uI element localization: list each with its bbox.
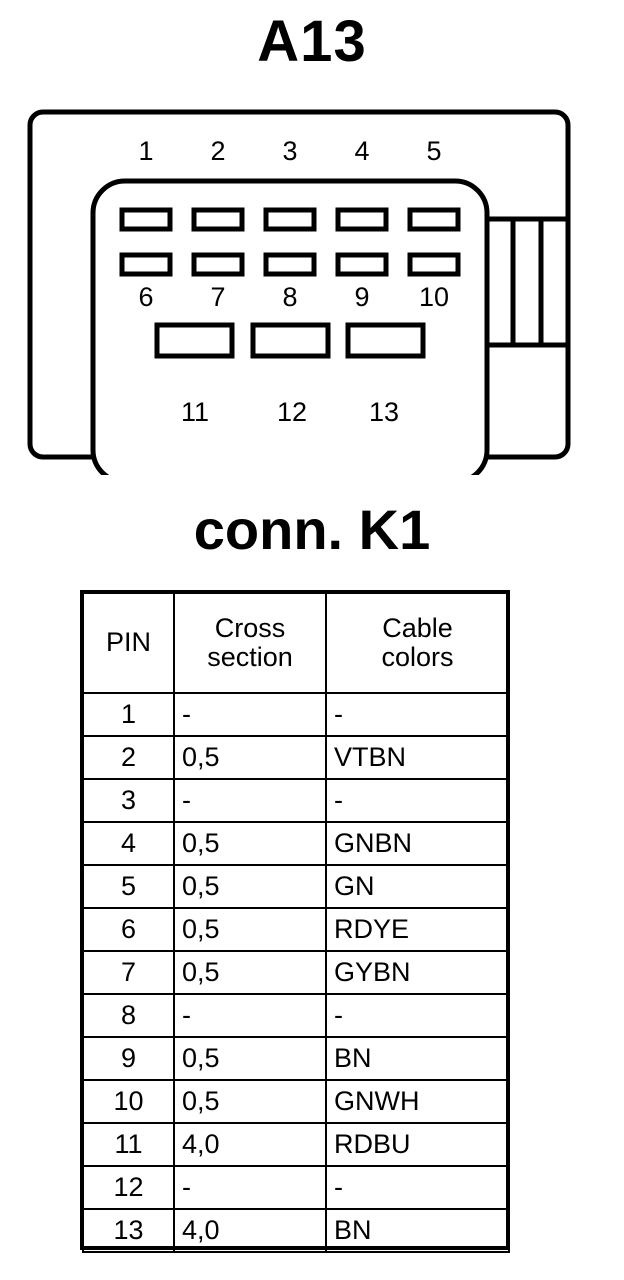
- cell-pin: 2: [82, 735, 175, 780]
- cell-cable-color: -: [325, 1165, 510, 1210]
- pin-slot-3: [263, 207, 317, 232]
- page-title-connector-id: A13: [257, 9, 367, 74]
- cell-cross-section: 0,5: [173, 907, 327, 952]
- cell-pin: 11: [82, 1122, 175, 1167]
- table-row: 10 0,5 GNWH: [82, 1079, 510, 1124]
- cell-pin: 9: [82, 1036, 175, 1081]
- cell-cross-section: 4,0: [173, 1122, 327, 1167]
- connector-drawing-svg: [27, 109, 571, 475]
- cell-cross-section: 4,0: [173, 1208, 327, 1253]
- table-row: 7 0,5 GYBN: [82, 950, 510, 995]
- table-row: 3 - -: [82, 778, 510, 823]
- cell-cross-section: 0,5: [173, 735, 327, 780]
- pin-assignment-table: PIN Cross section Cable colors 1 - - 2 0…: [82, 592, 510, 1253]
- cell-pin: 1: [82, 692, 175, 737]
- cell-cross-section: -: [173, 1165, 327, 1210]
- table-row: 13 4,0 BN: [82, 1208, 510, 1253]
- pin-number-label-4: 4: [354, 136, 370, 166]
- table-row: 2 0,5 VTBN: [82, 735, 510, 780]
- pin-slot-13: [345, 322, 426, 359]
- cell-cross-section: -: [173, 778, 327, 823]
- pin-number-label-7: 7: [210, 282, 226, 312]
- pin-slot-row-middle: [119, 252, 461, 277]
- pin-slot-6: [119, 252, 173, 277]
- column-header-cable-colors: Cable colors: [325, 592, 510, 694]
- pin-number-label-6: 6: [138, 282, 154, 312]
- pin-table-body: 1 - - 2 0,5 VTBN 3 - - 4 0,5 GNBN 5 0,5 …: [82, 692, 510, 1253]
- column-header-cross-section-line2: section: [207, 642, 293, 672]
- table-header-row: PIN Cross section Cable colors: [82, 592, 510, 694]
- table-row: 9 0,5 BN: [82, 1036, 510, 1081]
- table-row: 5 0,5 GN: [82, 864, 510, 909]
- cell-cable-color: RDYE: [325, 907, 510, 952]
- pin-slot-10: [407, 252, 461, 277]
- table-row: 6 0,5 RDYE: [82, 907, 510, 952]
- pin-slot-9: [335, 252, 389, 277]
- cell-pin: 7: [82, 950, 175, 995]
- cell-pin: 4: [82, 821, 175, 866]
- cell-cable-color: -: [325, 692, 510, 737]
- pin-number-label-5: 5: [426, 136, 442, 166]
- table-row: 11 4,0 RDBU: [82, 1122, 510, 1167]
- cell-cable-color: GN: [325, 864, 510, 909]
- column-header-cable-colors-line2: colors: [381, 642, 454, 672]
- pin-number-label-11: 11: [180, 397, 210, 427]
- cell-cross-section: -: [173, 692, 327, 737]
- cell-cross-section: 0,5: [173, 950, 327, 995]
- column-header-cross-section: Cross section: [173, 592, 327, 694]
- cell-cross-section: 0,5: [173, 1079, 327, 1124]
- cell-cross-section: 0,5: [173, 821, 327, 866]
- cell-pin: 13: [82, 1208, 175, 1253]
- pin-slot-row-bottom: [154, 322, 426, 359]
- cell-cable-color: BN: [325, 1208, 510, 1253]
- column-header-cross-section-line1: Cross: [214, 612, 286, 643]
- pin-number-label-12: 12: [276, 397, 308, 427]
- cell-pin: 3: [82, 778, 175, 823]
- pin-number-label-10: 10: [418, 282, 450, 312]
- pin-number-label-8: 8: [282, 282, 298, 312]
- cell-cross-section: 0,5: [173, 1036, 327, 1081]
- table-row: 4 0,5 GNBN: [82, 821, 510, 866]
- pin-number-label-13: 13: [368, 397, 400, 427]
- cell-cable-color: RDBU: [325, 1122, 510, 1167]
- cell-pin: 6: [82, 907, 175, 952]
- cell-pin: 8: [82, 993, 175, 1038]
- pin-number-label-2: 2: [210, 136, 226, 166]
- pin-number-label-9: 9: [354, 282, 370, 312]
- pin-slot-7: [191, 252, 245, 277]
- column-header-pin: PIN: [82, 592, 175, 694]
- pin-slot-5: [407, 207, 461, 232]
- cell-cable-color: BN: [325, 1036, 510, 1081]
- pin-slot-8: [263, 252, 317, 277]
- table-row: 12 - -: [82, 1165, 510, 1210]
- cell-cross-section: -: [173, 993, 327, 1038]
- pin-slot-2: [191, 207, 245, 232]
- pin-number-label-3: 3: [282, 136, 298, 166]
- connector-name-title: conn. K1: [193, 498, 431, 561]
- column-header-cable-colors-line1: Cable: [382, 612, 453, 643]
- cell-cable-color: -: [325, 993, 510, 1038]
- cell-cable-color: -: [325, 778, 510, 823]
- cell-cable-color: GNWH: [325, 1079, 510, 1124]
- cell-cross-section: 0,5: [173, 864, 327, 909]
- pin-slot-11: [154, 322, 235, 359]
- table-row: 1 - -: [82, 692, 510, 737]
- cell-cable-color: GYBN: [325, 950, 510, 995]
- cell-pin: 12: [82, 1165, 175, 1210]
- table-row: 8 - -: [82, 993, 510, 1038]
- cell-cable-color: VTBN: [325, 735, 510, 780]
- cell-cable-color: GNBN: [325, 821, 510, 866]
- pin-number-label-1: 1: [138, 136, 154, 166]
- pin-slot-row-top: [119, 207, 461, 232]
- connector-pinout-diagram: 1 2 3 4 5 6 7 8 9 10 11 12 13: [0, 100, 624, 475]
- connector-key-tab: [482, 216, 571, 348]
- pin-slot-12: [250, 322, 331, 359]
- pin-slot-4: [335, 207, 389, 232]
- cell-pin: 10: [82, 1079, 175, 1124]
- cell-pin: 5: [82, 864, 175, 909]
- pin-slot-1: [119, 207, 173, 232]
